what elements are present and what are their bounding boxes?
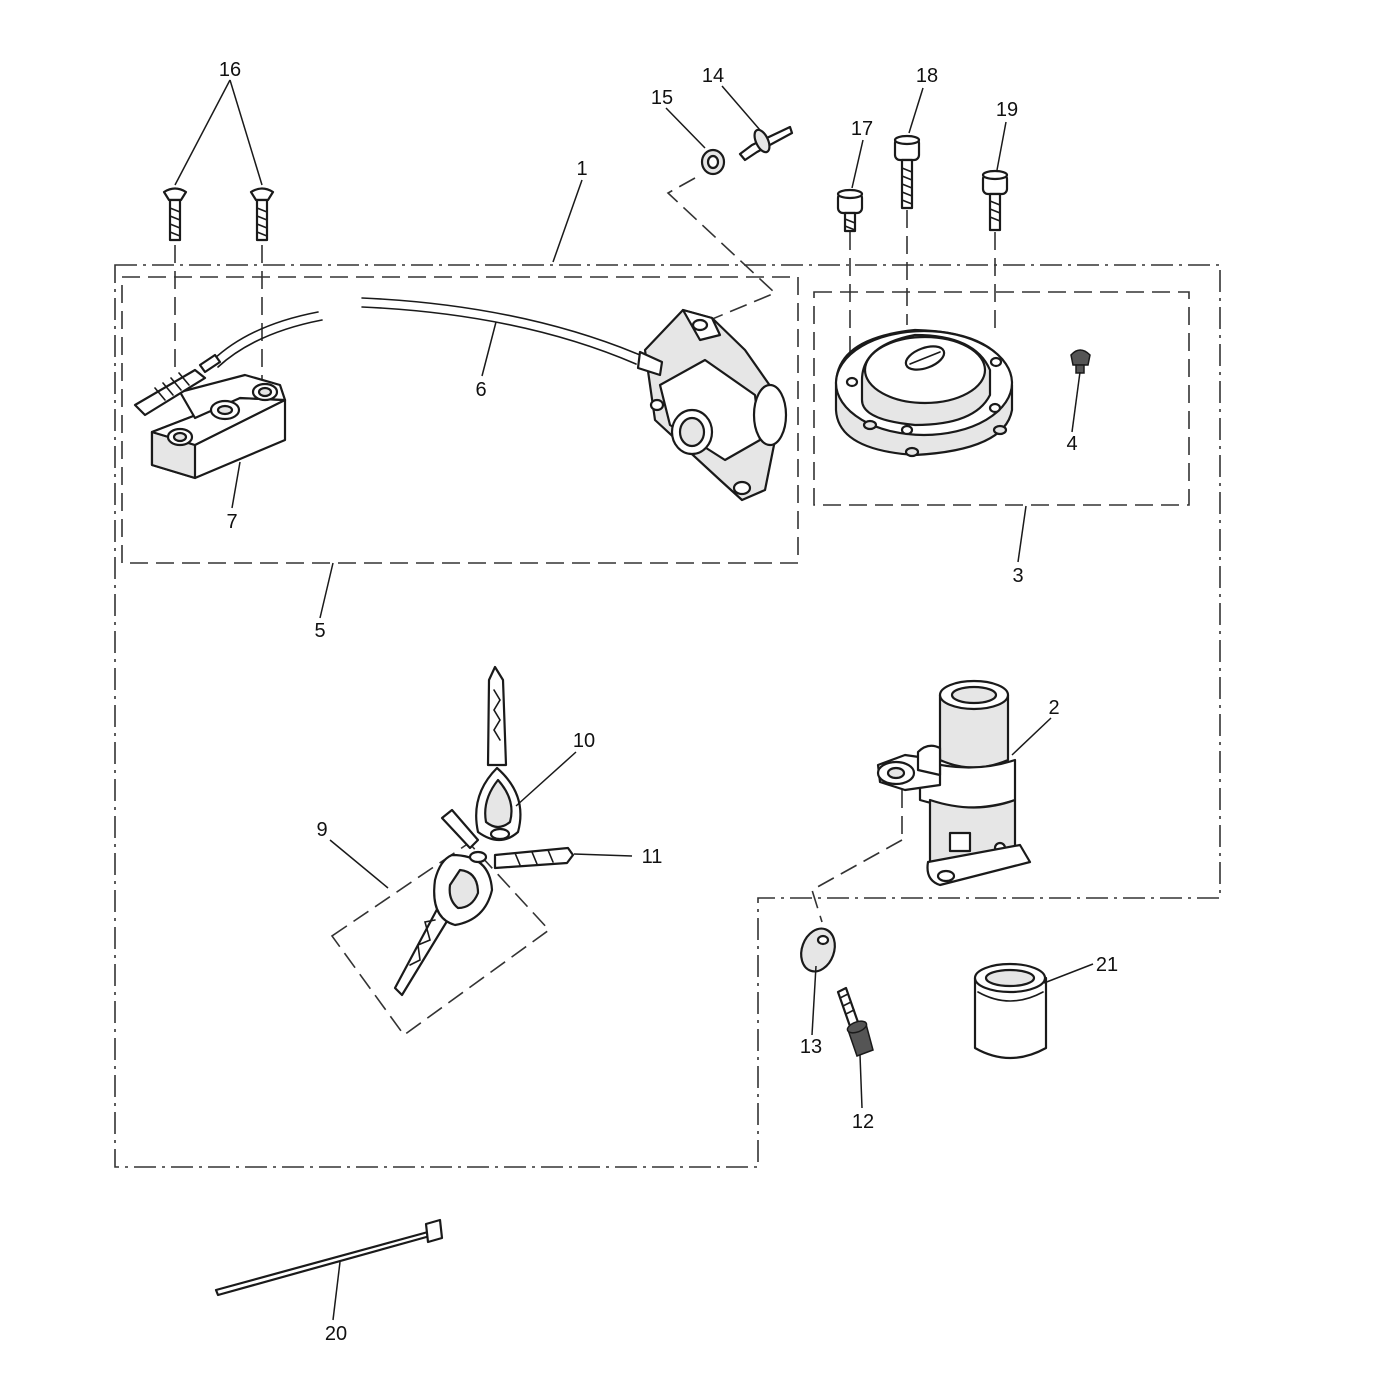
callout-11: 11 xyxy=(642,846,663,868)
callout-20: 20 xyxy=(325,1323,347,1345)
callout-3: 3 xyxy=(1012,565,1023,587)
sleeve-21 xyxy=(973,962,1048,1059)
callout-12: 12 xyxy=(852,1111,874,1133)
key-10 xyxy=(475,665,522,842)
callout-5: 5 xyxy=(314,620,325,642)
washer-13 xyxy=(800,927,836,973)
callout-1: 1 xyxy=(576,158,587,180)
callout-7: 7 xyxy=(226,511,237,533)
lock-mechanism-7 xyxy=(133,353,287,480)
ignition-switch-2 xyxy=(876,679,1032,887)
washer-15 xyxy=(700,148,726,176)
callout-9: 9 xyxy=(316,819,327,841)
callout-labels: 16 15 14 18 19 17 1 6 4 7 3 5 2 10 9 11 … xyxy=(219,59,1118,1345)
lock-housing-6 xyxy=(636,308,788,502)
callout-17: 17 xyxy=(851,118,873,140)
callout-10: 10 xyxy=(573,730,595,752)
keys-9-boundary xyxy=(330,841,551,1037)
screw-18 xyxy=(893,134,921,210)
callout-4: 4 xyxy=(1066,433,1077,455)
callout-13: 13 xyxy=(800,1036,822,1058)
fuel-cap-3 xyxy=(834,328,1014,458)
callout-14: 14 xyxy=(702,65,724,87)
callout-21: 21 xyxy=(1096,954,1118,976)
screw-17 xyxy=(836,188,864,233)
screw-19 xyxy=(981,169,1009,232)
key-9 xyxy=(393,850,494,997)
callout-16: 16 xyxy=(219,59,241,81)
kit-1-boundary xyxy=(114,264,1221,1168)
callout-6: 6 xyxy=(475,379,486,401)
callout-19: 19 xyxy=(996,99,1018,121)
key-11 xyxy=(440,808,575,870)
grommet-pin-14 xyxy=(738,125,794,162)
assembly-3-boundary xyxy=(813,291,1190,506)
leader-lines xyxy=(174,79,1094,1321)
screw-16-left xyxy=(162,187,188,242)
cable-6 xyxy=(212,297,641,368)
screw-16-right xyxy=(249,187,275,242)
cable-tie-20 xyxy=(214,1218,444,1297)
bolt-12 xyxy=(836,986,874,1057)
assembly-5-boundary xyxy=(121,276,799,564)
callout-15: 15 xyxy=(651,87,673,109)
callout-2: 2 xyxy=(1048,697,1059,719)
alignment-lines xyxy=(174,177,996,923)
screw-4 xyxy=(1070,349,1091,374)
callout-18: 18 xyxy=(916,65,938,87)
